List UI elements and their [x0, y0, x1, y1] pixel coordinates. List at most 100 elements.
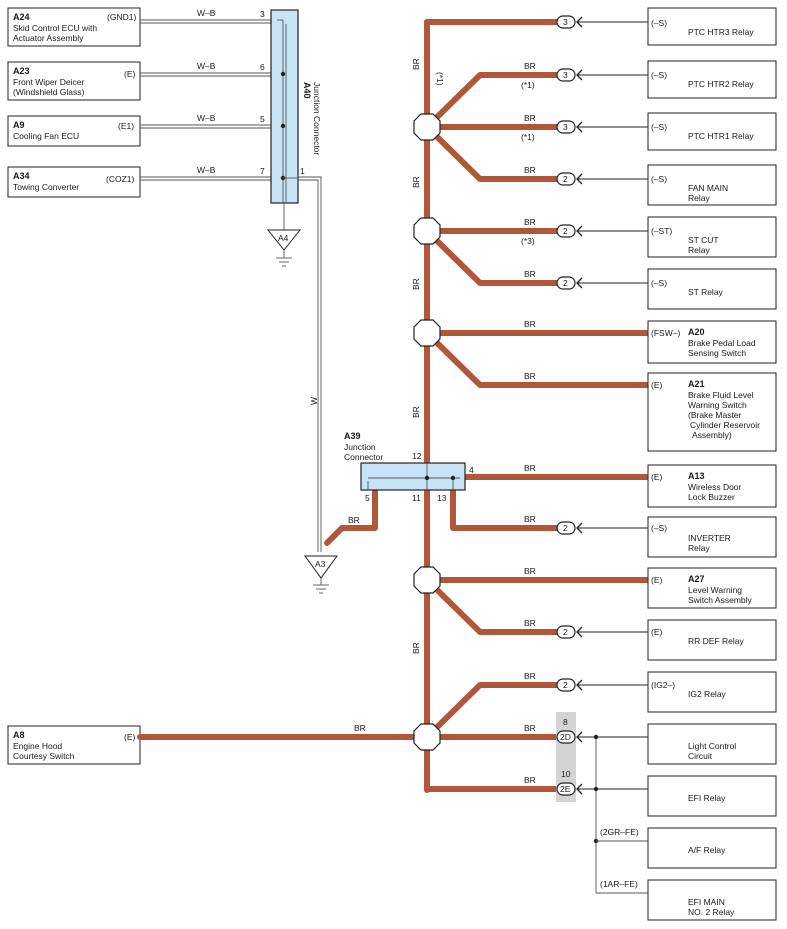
component-light-control-circuit: Light Control Circuit [647, 723, 777, 765]
light-efi-bus [593, 734, 648, 894]
br-label-trunk-4: BR [411, 406, 421, 418]
st-terminal: (–S) [651, 278, 667, 288]
ptc2-terminal: (–S) [651, 70, 667, 80]
a20-name-1: Brake Pedal Load [688, 338, 756, 348]
a24-name-1: Skid Control ECU with [13, 23, 97, 33]
pin-st: 2 [563, 278, 568, 288]
component-a34: A34 Towing Converter (COZ1) [7, 166, 141, 198]
pin-stcut: 2 [563, 226, 568, 236]
a27-code: A27 [688, 574, 705, 584]
component-ig2-relay: (IG2–) IG2 Relay [647, 671, 777, 713]
a13-terminal: (E) [651, 472, 663, 482]
pinnum-light: 8 [563, 717, 568, 727]
splice-4 [413, 566, 441, 594]
a24-code: A24 [13, 12, 30, 22]
br-label-a39-to-a3: BR [348, 515, 360, 525]
a40-pin-6: 6 [260, 62, 265, 72]
wire-label-wb-4: W–B [197, 165, 216, 175]
br-label-rrdef: BR [524, 618, 536, 628]
component-efi-relay: EFI Relay [647, 775, 777, 817]
component-st-relay: (–S) ST Relay [647, 268, 777, 310]
light-name-1: Light Control [688, 741, 736, 751]
efimain-terminal: (1AR–FE) [600, 879, 638, 889]
a13-code: A13 [688, 471, 705, 481]
pin-efi: 2E [560, 784, 571, 794]
ground-a3-label: A3 [315, 559, 326, 569]
note-label-trunk: (*1) [435, 72, 445, 86]
ground-a3: A3 [304, 555, 338, 594]
a21-name-2: Warning Switch [688, 400, 747, 410]
note-label-ptc1: (*1) [521, 132, 535, 142]
a27-name-1: Level Warning [688, 585, 742, 595]
a8-name-1: Engine Hood [13, 741, 62, 751]
br-label-trunk-5: BR [411, 642, 421, 654]
component-a21: (E) A21 Brake Fluid Level Warning Switch… [647, 372, 777, 452]
br-label-a27: BR [524, 566, 536, 576]
a21-code: A21 [688, 379, 705, 389]
a21-name-1: Brake Fluid Level [688, 390, 754, 400]
a39-code: A39 [344, 431, 361, 441]
br-label-ptc1: BR [524, 113, 536, 123]
pin-ptc1: 3 [563, 122, 568, 132]
w-wire: W [298, 176, 322, 552]
efimain-name-2: NO. 2 Relay [688, 907, 735, 917]
a34-name-1: Towing Converter [13, 182, 79, 192]
br-labels: BR (*1) BR BR BR BR BR (*1) BR (*1) BR B… [348, 58, 536, 785]
a39-pin-12: 12 [412, 451, 422, 461]
component-inverter-relay: (–S) INVERTER Relay [647, 516, 777, 558]
br-label-stcut: BR [524, 217, 536, 227]
efi-name: EFI Relay [688, 793, 726, 803]
ground-a4: A4 [266, 229, 302, 267]
fan-terminal: (–S) [651, 174, 667, 184]
br-label-a8: BR [354, 723, 366, 733]
splice-3 [413, 319, 441, 347]
junction-connector-a40: 3 6 5 7 1 A40 Junction Connector [260, 9, 322, 204]
component-ptc-htr2-relay: (–S) PTC HTR2 Relay [647, 60, 777, 99]
ig2-name: IG2 Relay [688, 689, 727, 699]
a9-code: A9 [13, 120, 25, 130]
ground-a4-label: A4 [278, 233, 289, 243]
ptc2-name: PTC HTR2 Relay [688, 79, 754, 89]
splice-2 [413, 217, 441, 245]
a40-pin-1: 1 [300, 166, 305, 176]
note-label-ptc2: (*1) [521, 80, 535, 90]
pill-connectors: 3 3 3 2 2 2 2 2 2 8 2D 10 2E [556, 15, 576, 802]
a8-name-2: Courtesy Switch [13, 751, 75, 761]
br-wiring [137, 19, 651, 793]
a23-terminal: (E) [124, 69, 136, 79]
a21-name-4: Cylinder Reservoir [690, 420, 760, 430]
a21-name-5: Assembly) [692, 430, 732, 440]
br-label-inverter: BR [524, 514, 536, 524]
pin-inverter: 2 [563, 523, 568, 533]
a23-name-2: (Windshield Glass) [13, 87, 84, 97]
br-label-efi: BR [524, 775, 536, 785]
br-label-ig2: BR [524, 671, 536, 681]
st-name: ST Relay [688, 287, 724, 297]
component-a8: A8 Engine Hood Courtesy Switch (E) [7, 725, 141, 765]
wire-label-wb-1: W–B [197, 8, 216, 18]
fan-name-2: Relay [688, 193, 710, 203]
a40-name: Junction Connector [312, 82, 322, 155]
rrdef-name: RR DEF Relay [688, 636, 744, 646]
br-label-a13: BR [524, 463, 536, 473]
br-label-a21: BR [524, 371, 536, 381]
stcut-terminal: (–ST) [651, 226, 672, 236]
a27-terminal: (E) [651, 575, 663, 585]
wire-label-wb-3: W–B [197, 113, 216, 123]
ptc3-name: PTC HTR3 Relay [688, 27, 754, 37]
a20-terminal: (FSW–) [651, 328, 680, 338]
a40-pin-7: 7 [260, 166, 265, 176]
br-label-trunk-2: BR [411, 176, 421, 188]
pinnum-efi: 10 [561, 769, 571, 779]
a8-code: A8 [13, 730, 25, 740]
inverter-name-2: Relay [688, 543, 710, 553]
a39-pin-5: 5 [365, 493, 370, 503]
a39-pin-11: 11 [412, 493, 421, 503]
rrdef-terminal: (E) [651, 627, 663, 637]
br-label-fan: BR [524, 165, 536, 175]
stcut-name-1: ST CUT [688, 235, 719, 245]
a39-name-2: Connector [344, 452, 383, 462]
wire-label-w: W [309, 397, 319, 405]
a40-code: A40 [302, 82, 312, 99]
a20-name-2: Sensing Switch [688, 348, 746, 358]
